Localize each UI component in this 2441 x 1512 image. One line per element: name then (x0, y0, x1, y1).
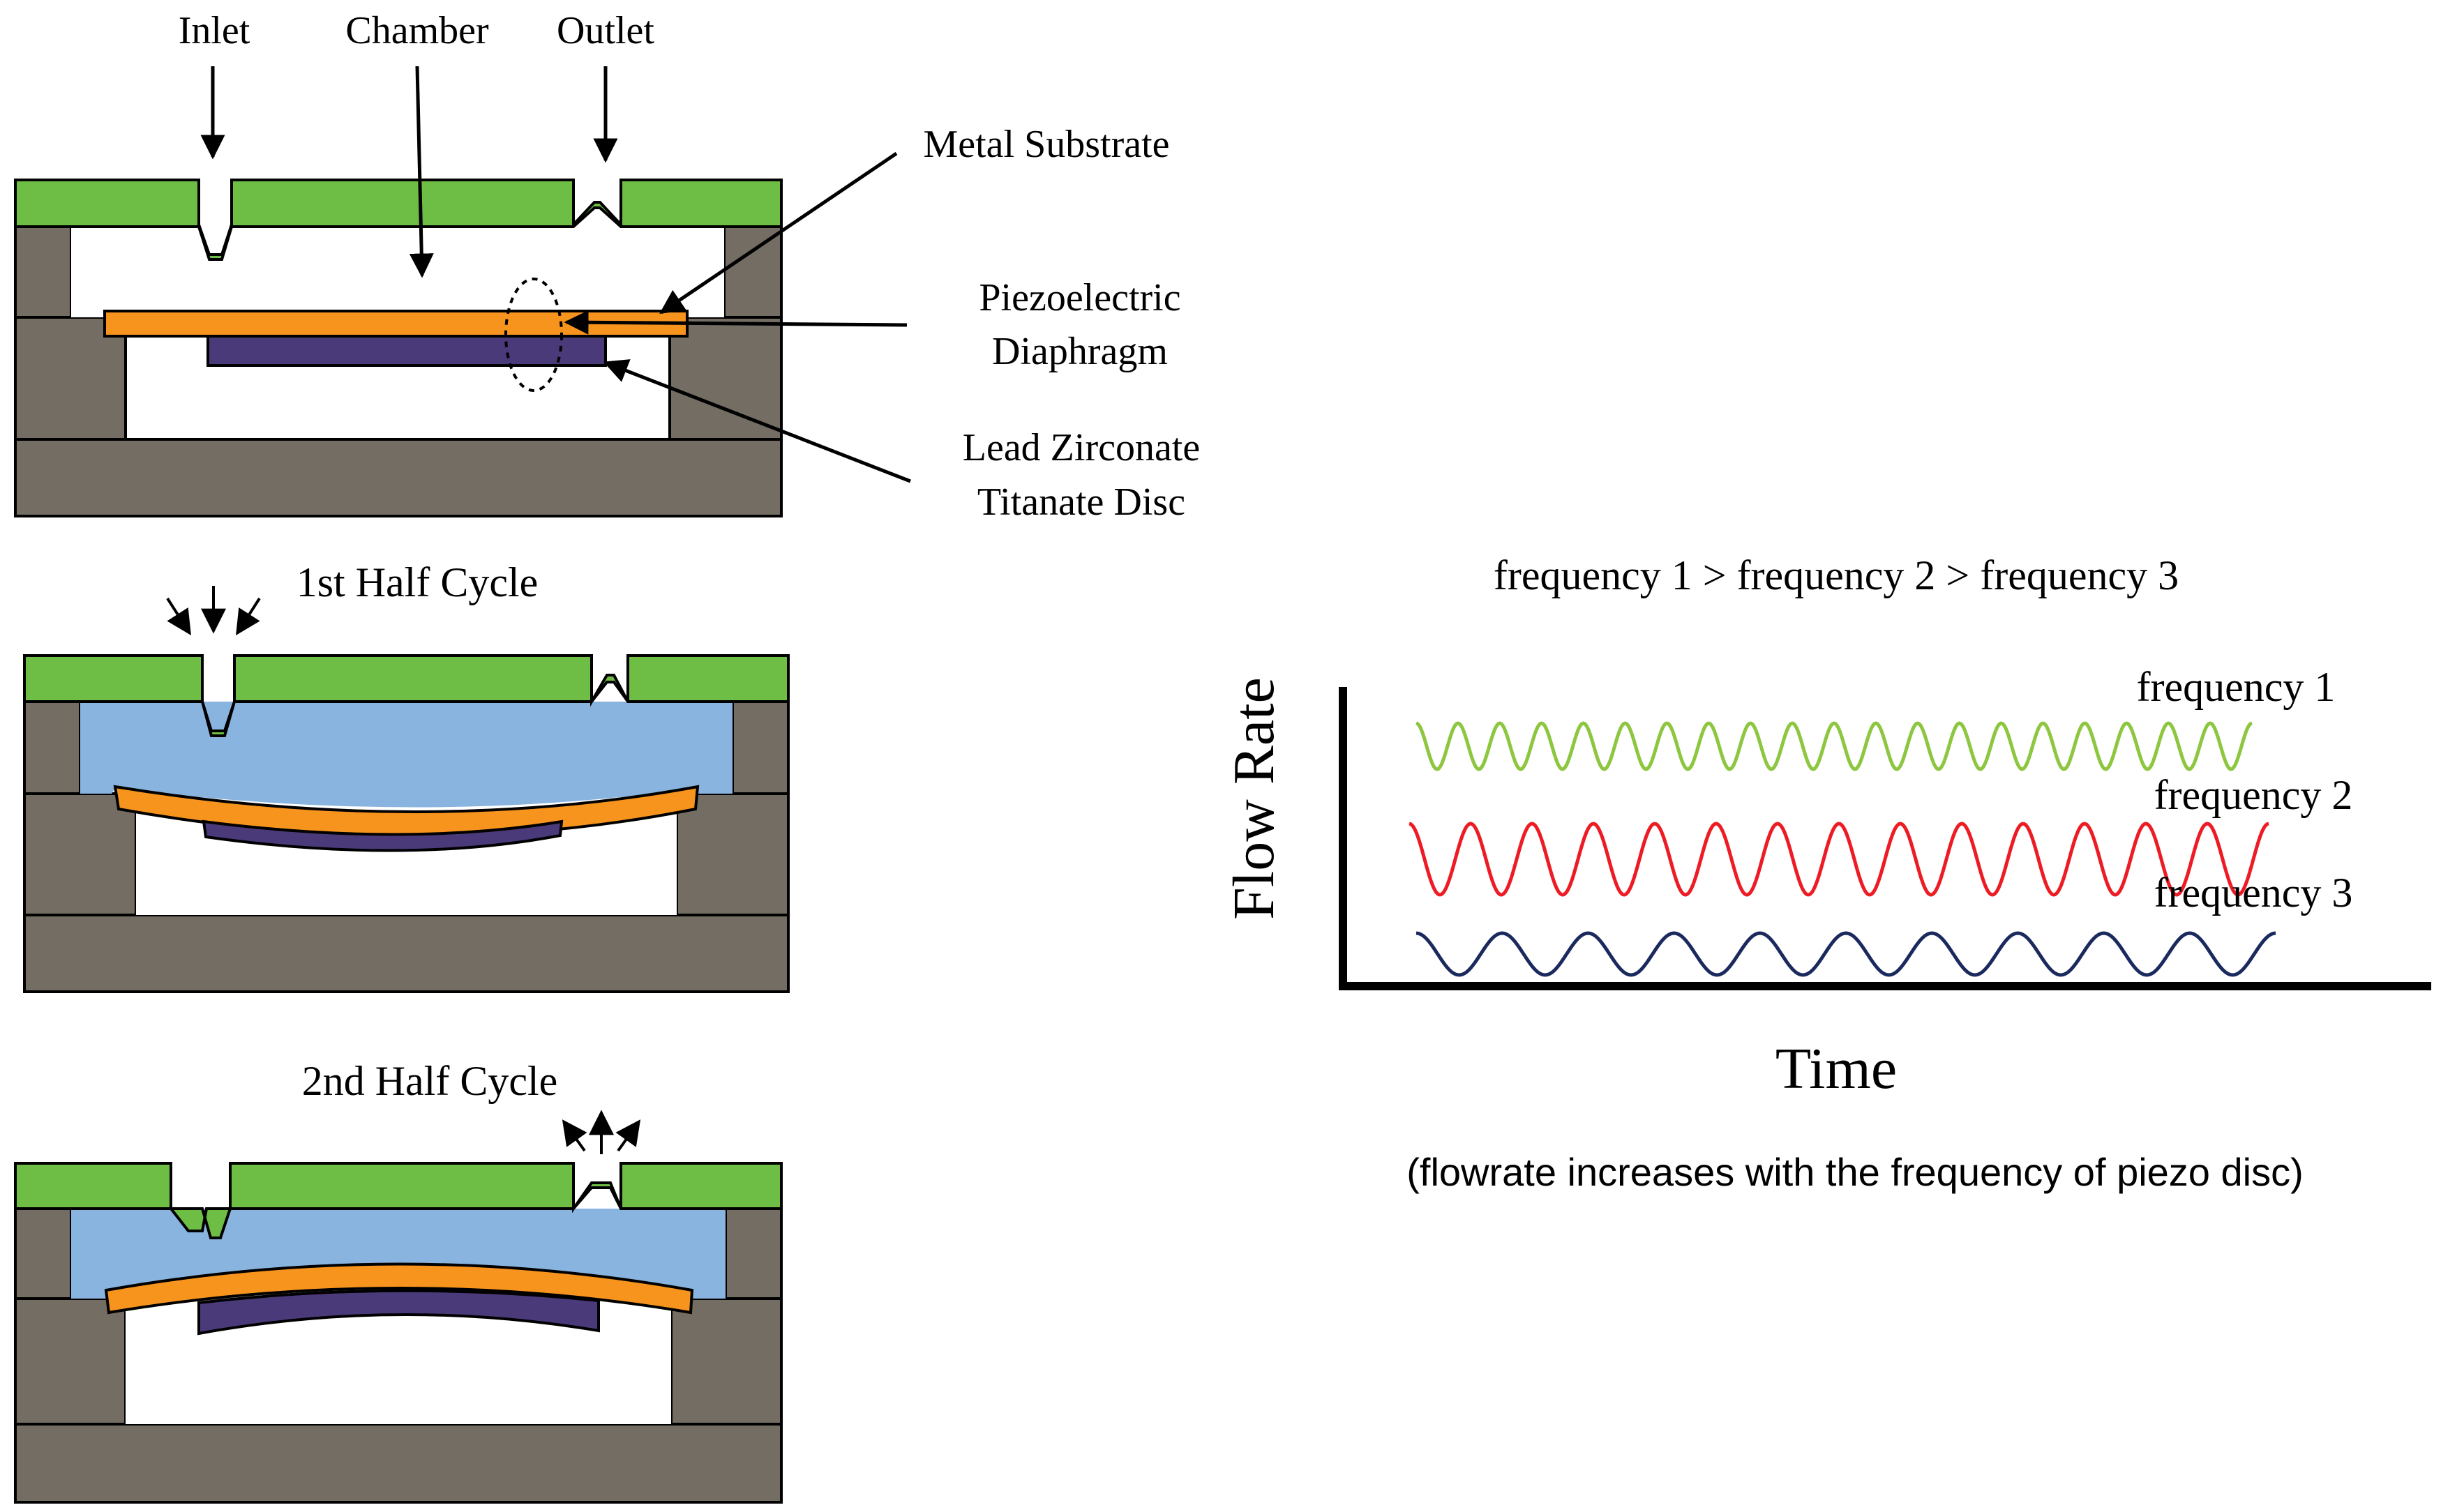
first-half-cycle-label: 1st Half Cycle (296, 559, 539, 605)
pump-right-lower-wall (675, 792, 790, 916)
chamber-fluid (80, 702, 733, 808)
pzt-disc (206, 335, 607, 367)
pump-cover (23, 654, 790, 737)
pump-right-lower-wall (668, 316, 783, 441)
pump-left-lower-wall (14, 1297, 127, 1426)
pzt-disc-deflected (197, 1289, 600, 1336)
joint-highlight-ellipse (504, 278, 563, 392)
pump-cover (14, 1162, 783, 1239)
outlet-label: Outlet (557, 9, 654, 52)
y-axis-label: Flow Rate (1222, 677, 1286, 920)
outflow-arrow-right (615, 1119, 641, 1152)
pzt-label-line2: Titanate Disc (977, 481, 1185, 524)
piezo-label-line2: Diaphragm (992, 330, 1168, 373)
pump-second-half (14, 1162, 783, 1504)
piezo-label-line1: Piezoelectric (979, 276, 1180, 319)
pump-left-upper-wall (23, 700, 82, 795)
flow-rate-chart: frequency 1 > frequency 2 > frequency 3 … (1222, 552, 2431, 1194)
pump-left-lower-wall (23, 792, 137, 916)
pump-left-upper-wall (14, 225, 73, 319)
chamber-arrow (409, 66, 434, 278)
series-label-3: frequency 3 (2154, 870, 2353, 916)
pzt-disc-deflected (202, 819, 564, 852)
chart-note: (flowrate increases with the frequency o… (1406, 1150, 2303, 1194)
pump-base (14, 1423, 783, 1504)
series-line-1 (1415, 721, 2253, 771)
pump-right-upper-wall (731, 700, 790, 795)
pump-base (14, 438, 783, 517)
pump-right-lower-wall (670, 1297, 783, 1426)
pump-first-half (23, 654, 790, 993)
pump-base (23, 914, 790, 993)
pzt-label-line1: Lead Zirconate (963, 426, 1200, 469)
pump-right-upper-wall (724, 1207, 783, 1300)
pump-left-lower-wall (14, 316, 127, 441)
second-half-cycle-label: 2nd Half Cycle (302, 1058, 558, 1104)
pump-resting (14, 179, 783, 517)
pzt-disc-arrow (603, 359, 911, 483)
intake-arrow-right (236, 597, 261, 636)
pump-cover (14, 179, 783, 261)
series-line-2 (1409, 822, 2269, 897)
x-axis-label: Time (1775, 1036, 1897, 1101)
pump-left-upper-wall (14, 1207, 73, 1300)
pump-right-upper-wall (723, 225, 783, 319)
metal-substrate-arrow (659, 151, 898, 315)
series-layer: frequency 1 frequency 2 frequency 3 (1409, 664, 2353, 977)
pump-chamber (71, 227, 724, 317)
piezo-diaphragm-arrow (564, 310, 908, 335)
intake-arrow-left (166, 597, 191, 636)
frequency-comparison: frequency 1 > frequency 2 > frequency 3 (1494, 552, 2179, 598)
series-label-2: frequency 2 (2154, 772, 2353, 818)
piezo-diaphragm-deflected (104, 1262, 694, 1315)
outflow-arrow-left (562, 1119, 587, 1152)
series-line-3 (1415, 931, 2276, 977)
chamber-label: Chamber (345, 9, 489, 52)
metal-substrate-label: Metal Substrate (923, 123, 1169, 166)
series-label-1: frequency 1 (2137, 664, 2336, 710)
inlet-label: Inlet (179, 9, 250, 52)
